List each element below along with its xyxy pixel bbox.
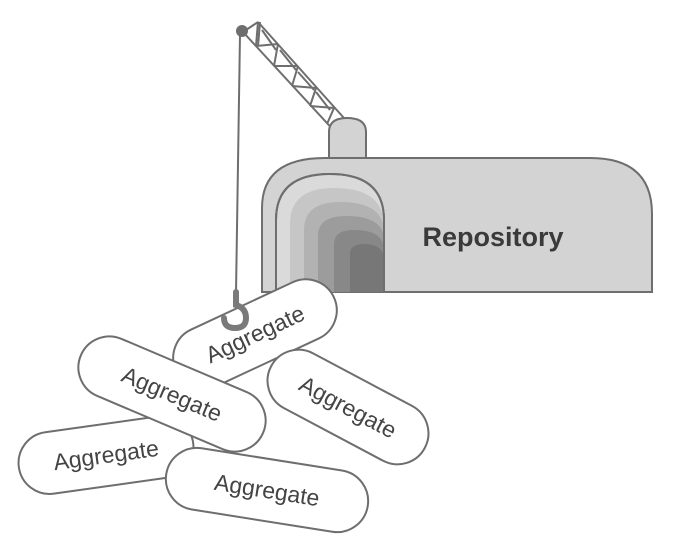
repository-building: Repository — [261, 157, 653, 293]
crane-pulley — [236, 25, 248, 37]
aggregate-pill: Aggregate — [17, 415, 195, 495]
crane-cab — [328, 116, 367, 161]
aggregate-pill: Aggregate — [164, 446, 370, 534]
crane — [235, 21, 367, 294]
repository-label: Repository — [422, 222, 563, 252]
crane-jib — [242, 21, 353, 136]
crane-cable — [235, 33, 241, 294]
aggregate-pill: Aggregate — [266, 348, 430, 466]
crane-hook — [221, 289, 250, 332]
tunnel-entrance — [275, 172, 385, 293]
